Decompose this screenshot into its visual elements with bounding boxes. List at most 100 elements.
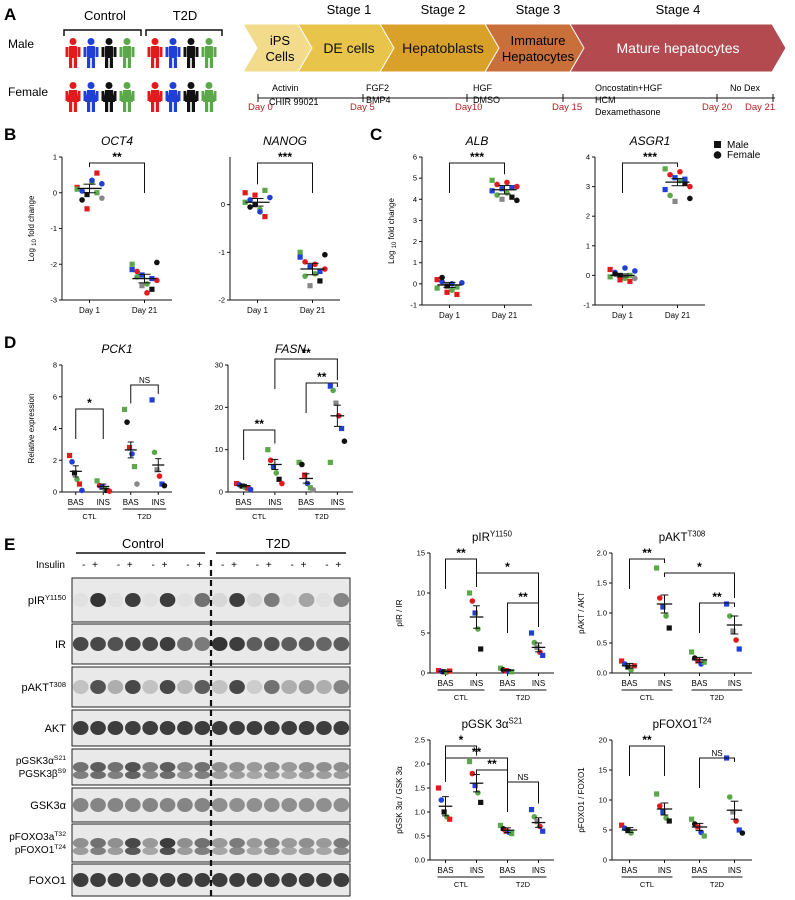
significance-label: ** [642, 546, 652, 560]
significance-label: * [697, 560, 702, 574]
x-tick-label: BAS [298, 498, 314, 507]
significance-bracket [130, 384, 159, 404]
factor-label: HCM [595, 95, 616, 105]
blot-band [90, 680, 106, 694]
y-tick-label: 1 [53, 153, 57, 162]
person-leg [109, 58, 113, 68]
chart-title: NANOG [263, 134, 307, 148]
x-tick-label: BAS [691, 679, 707, 688]
x-tick-label: INS [532, 679, 545, 688]
stage-name: iPS [270, 33, 291, 48]
blot-band [298, 721, 315, 735]
blot-band [177, 847, 193, 855]
blot-band [316, 637, 332, 651]
insulin-lane-sign: - [117, 560, 120, 571]
person-leg [173, 102, 177, 112]
person-dress [149, 90, 161, 102]
group-label: T2D [710, 880, 725, 889]
male-donor-icon [83, 38, 99, 68]
person-dress [121, 90, 133, 102]
y-tick-label: 0.0 [597, 669, 607, 678]
x-tick-label: Day 1 [439, 311, 460, 320]
significance-label: ** [301, 346, 311, 360]
blot-control-label: Control [122, 536, 164, 551]
data-point-male [447, 816, 453, 822]
person-leg [151, 102, 155, 112]
y-tick-label: -1 [218, 248, 225, 257]
person-arm [214, 91, 217, 101]
blot-band [177, 798, 193, 812]
insulin-lane-sign: + [196, 560, 202, 571]
data-point-male [84, 191, 90, 198]
female-donor-icon [183, 82, 199, 112]
chart-title: ALB [465, 134, 489, 148]
blot-band [177, 680, 193, 694]
person-dress [103, 90, 115, 102]
blot-band [90, 873, 106, 887]
data-point-male [654, 565, 660, 571]
blot-band [72, 680, 89, 694]
blot-band [107, 873, 124, 887]
factor-label: Oncostatin+HGF [595, 83, 663, 93]
blot-band [211, 847, 228, 855]
blot-band [194, 721, 211, 735]
person-head [169, 82, 177, 89]
male-donor-icon [147, 38, 163, 68]
blot-band [263, 771, 280, 779]
person-torso [168, 46, 178, 58]
data-point-female [494, 181, 500, 188]
data-point-male [338, 425, 345, 432]
x-tick-label: BAS [621, 866, 637, 875]
data-point-male [441, 809, 447, 815]
blot-band [263, 721, 280, 735]
x-tick-label: Day 1 [612, 311, 633, 320]
blot-band [194, 873, 211, 887]
stage-name: DE cells [323, 40, 374, 56]
data-point-male [509, 831, 515, 837]
stage-name: Hepatoblasts [402, 40, 484, 56]
group-label: CTL [454, 880, 468, 889]
blot-band [281, 798, 298, 812]
y-tick-label: 2 [586, 212, 590, 221]
blot-row-label: IR [55, 639, 66, 651]
data-point-female [144, 290, 150, 296]
person-head [151, 38, 159, 45]
data-point-female [459, 280, 465, 286]
y-tick-label: 3 [586, 182, 590, 191]
data-point-male [672, 198, 678, 204]
blot-band [159, 798, 176, 812]
person-dress [203, 90, 215, 102]
blot-band [263, 873, 280, 887]
data-point-female [134, 481, 140, 487]
person-leg [127, 58, 131, 68]
significance-label: NS [139, 376, 150, 385]
y-tick-label: 2 [413, 237, 417, 246]
blot-row: GSK3α [30, 787, 351, 823]
day-label: Day 20 [702, 102, 732, 113]
y-tick-label: 6 [413, 153, 417, 162]
data-point-female [726, 613, 733, 619]
significance-label: * [505, 560, 510, 574]
blot-band [142, 771, 159, 779]
data-point-female [537, 823, 543, 830]
blot-band [333, 721, 350, 735]
data-point-male [528, 630, 535, 636]
x-tick-label: BAS [499, 866, 515, 875]
y-axis-label: pIR / IR [395, 599, 404, 626]
blot-band [107, 762, 124, 772]
significance-label: ** [712, 590, 722, 604]
blot-band [177, 637, 193, 651]
blot-band [142, 680, 159, 694]
significance-bracket [629, 745, 665, 776]
day-label: Day 5 [350, 102, 375, 113]
y-tick-label: 1.0 [415, 808, 425, 817]
person-arm [196, 47, 199, 57]
female-donor-icon [65, 82, 81, 112]
y-axis-label: Log 10 fold change [387, 198, 398, 264]
blot-band [333, 847, 350, 855]
data-point-female [739, 830, 746, 836]
blot-band [159, 680, 176, 694]
significance-bracket [507, 602, 539, 633]
